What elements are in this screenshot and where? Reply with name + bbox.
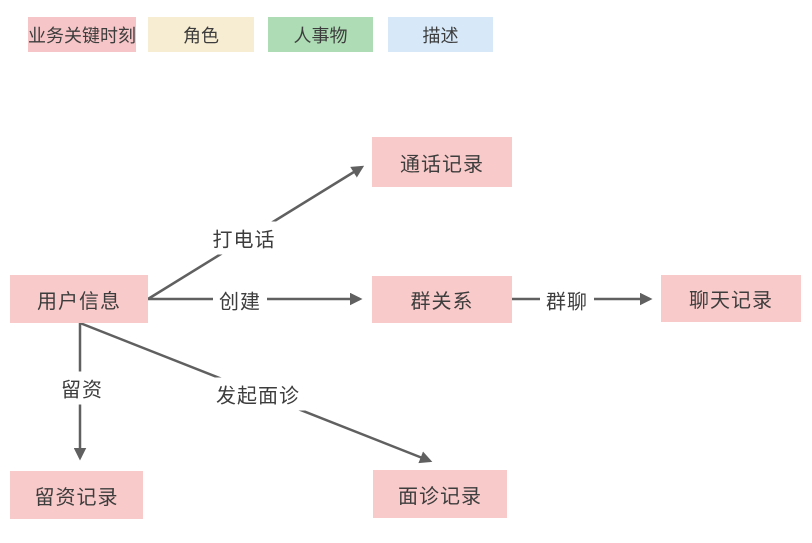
node-consultation-records: 面诊记录 bbox=[373, 470, 507, 518]
edge-label-leave-info: 留资 bbox=[55, 371, 109, 405]
edge-label-make-call: 打电话 bbox=[206, 221, 282, 255]
legend-item-people-things: 人事物 bbox=[268, 17, 373, 52]
legend-label: 描述 bbox=[422, 25, 459, 46]
legend-item-business-key-moment: 业务关键时刻 bbox=[28, 17, 136, 52]
node-call-records: 通话记录 bbox=[372, 137, 512, 187]
edge-label-create: 创建 bbox=[213, 283, 267, 317]
node-user-info: 用户信息 bbox=[10, 275, 148, 323]
legend-label: 人事物 bbox=[293, 25, 348, 46]
edge-label-group-chat: 群聊 bbox=[540, 283, 594, 317]
edge-label-start-consultation: 发起面诊 bbox=[210, 377, 306, 411]
legend-label: 业务关键时刻 bbox=[28, 25, 136, 46]
node-lead-records: 留资记录 bbox=[10, 471, 143, 519]
legend-label: 角色 bbox=[183, 25, 219, 46]
legend-item-role: 角色 bbox=[148, 17, 254, 52]
node-chat-records: 聊天记录 bbox=[661, 275, 801, 322]
legend-item-description: 描述 bbox=[388, 17, 493, 52]
node-group-relation: 群关系 bbox=[372, 276, 512, 323]
